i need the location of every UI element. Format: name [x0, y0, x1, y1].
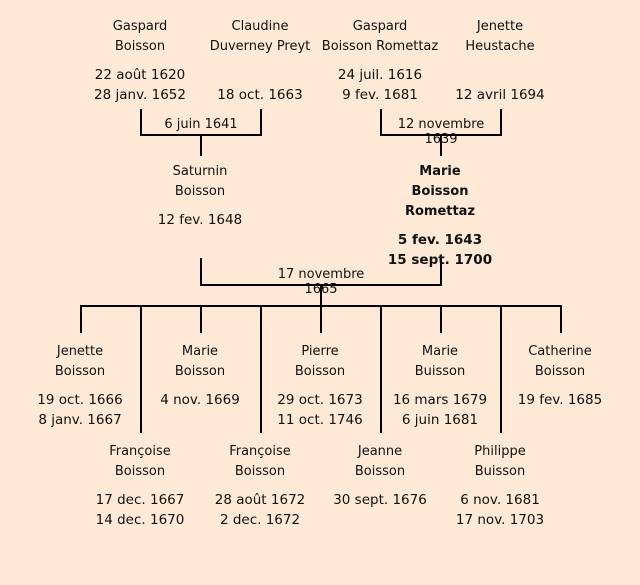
last-name: Boisson: [354, 464, 406, 479]
birth-date: 22 août 1620: [94, 67, 186, 83]
birth-date: 19 fev. 1685: [517, 392, 603, 408]
last-name: Buisson: [474, 464, 526, 479]
death-date: 6 juin 1681: [401, 412, 479, 428]
birth-date: 19 oct. 1666: [37, 392, 123, 408]
connector-line: [200, 258, 202, 286]
child-jenette-boisson: Jenette Boisson 19 oct. 1666 8 janv. 1667: [15, 342, 145, 430]
last-name: Buisson: [414, 364, 466, 379]
birth-date: 30 sept. 1676: [333, 492, 427, 508]
birth-date: 17 dec. 1667: [95, 492, 185, 508]
last-name: Boisson: [174, 184, 226, 199]
birth-date: [195, 65, 325, 85]
birth-date: 29 oct. 1673: [277, 392, 363, 408]
death-date: 11 oct. 1746: [277, 412, 363, 428]
connector-line: [320, 284, 322, 306]
death-date: 2 dec. 1672: [219, 512, 301, 528]
last-name: Boisson Romettaz: [321, 39, 439, 54]
last-name: Heustache: [465, 39, 535, 54]
person-gaspard-boisson: Gaspard Boisson 22 août 1620 28 janv. 165…: [75, 17, 205, 105]
person-marie-boisson-romettaz: Marie Boisson Romettaz 5 fev. 1643 15 sep…: [375, 162, 505, 270]
person-jenette-heustache: Jenette Heustache 12 avril 1694: [435, 17, 565, 105]
death-date: [135, 410, 265, 430]
death-date: 8 janv. 1667: [38, 412, 122, 428]
death-date: 14 dec. 1670: [95, 512, 185, 528]
death-date: 9 fev. 1681: [342, 87, 418, 103]
birth-date: 28 août 1672: [214, 492, 306, 508]
first-name: Marie: [181, 344, 219, 359]
death-date: 28 janv. 1652: [94, 87, 186, 103]
child-marie-boisson: Marie Boisson 4 nov. 1669: [135, 342, 265, 430]
connector-line: [260, 305, 262, 433]
connector-line: [500, 305, 502, 433]
connector-line: [260, 109, 262, 136]
connector-line: [200, 134, 202, 156]
death-date: 15 sept. 1700: [387, 252, 493, 268]
first-name: Gaspard: [352, 19, 408, 34]
death-date: [135, 230, 265, 250]
last-name: Boisson: [234, 464, 286, 479]
last-name: Boisson Romettaz: [404, 184, 476, 219]
first-name: Jenette: [476, 19, 524, 34]
death-date: 12 avril 1694: [455, 87, 545, 103]
death-date: 17 nov. 1703: [455, 512, 545, 528]
child-jeanne-boisson: Jeanne Boisson 30 sept. 1676: [315, 442, 445, 530]
child-philippe-buisson: Philippe Buisson 6 nov. 1681 17 nov. 1703: [435, 442, 565, 530]
last-name: Boisson: [174, 364, 226, 379]
child-catherine-boisson: Catherine Boisson 19 fev. 1685: [495, 342, 625, 430]
connector-line: [200, 305, 202, 333]
connector-line: [380, 305, 382, 433]
first-name: Philippe: [474, 444, 526, 459]
last-name: Boisson: [54, 364, 106, 379]
connector-line: [140, 109, 142, 136]
first-name: Catherine: [528, 344, 592, 359]
last-name: Duverney Preyt: [209, 39, 311, 54]
first-name: Françoise: [229, 444, 291, 459]
first-name: Pierre: [301, 344, 339, 359]
child-francoise-boisson-1667: Françoise Boisson 17 dec. 1667 14 dec. 16…: [75, 442, 205, 530]
birth-date: 24 juil. 1616: [337, 67, 423, 83]
person-gaspard-boisson-romettaz: Gaspard Boisson Romettaz 24 juil. 1616 9 …: [315, 17, 445, 105]
last-name: Boisson: [294, 364, 346, 379]
birth-date: 16 mars 1679: [392, 392, 488, 408]
death-date: [315, 510, 445, 530]
person-saturnin-boisson: Saturnin Boisson 12 fev. 1648: [135, 162, 265, 250]
first-name: Marie: [419, 164, 461, 179]
child-marie-buisson: Marie Buisson 16 mars 1679 6 juin 1681: [375, 342, 505, 430]
first-name: Jenette: [56, 344, 104, 359]
connector-line: [380, 109, 382, 136]
birth-date: 5 fev. 1643: [397, 232, 483, 248]
marriage-date: 12 novembre 1639: [397, 117, 485, 147]
first-name: Françoise: [109, 444, 171, 459]
connector-line: [500, 109, 502, 136]
birth-date: 4 nov. 1669: [160, 392, 240, 408]
death-date: [495, 410, 625, 430]
person-claudine-duverney-preyt: Claudine Duverney Preyt 18 oct. 1663: [195, 17, 325, 105]
death-date: 18 oct. 1663: [217, 87, 303, 103]
first-name: Jeanne: [357, 444, 403, 459]
birth-date: [435, 65, 565, 85]
last-name: Boisson: [534, 364, 586, 379]
child-francoise-boisson-1672: Françoise Boisson 28 août 1672 2 dec. 167…: [195, 442, 325, 530]
connector-line: [80, 305, 82, 333]
last-name: Boisson: [114, 39, 166, 54]
last-name: Boisson: [114, 464, 166, 479]
connector-line: [320, 305, 322, 333]
first-name: Saturnin: [172, 164, 228, 179]
first-name: Gaspard: [112, 19, 168, 34]
marriage-date: 17 novembre 1665: [277, 267, 365, 297]
first-name: Claudine: [231, 19, 289, 34]
connector-line: [560, 305, 562, 333]
child-pierre-boisson: Pierre Boisson 29 oct. 1673 11 oct. 1746: [255, 342, 385, 430]
connector-line: [440, 258, 442, 286]
birth-date: 6 nov. 1681: [460, 492, 540, 508]
connector-line: [440, 134, 442, 156]
connector-line: [440, 305, 442, 333]
first-name: Marie: [421, 344, 459, 359]
birth-date: 12 fev. 1648: [157, 212, 243, 228]
marriage-date: 6 juin 1641: [164, 117, 238, 132]
connector-line: [140, 305, 142, 433]
